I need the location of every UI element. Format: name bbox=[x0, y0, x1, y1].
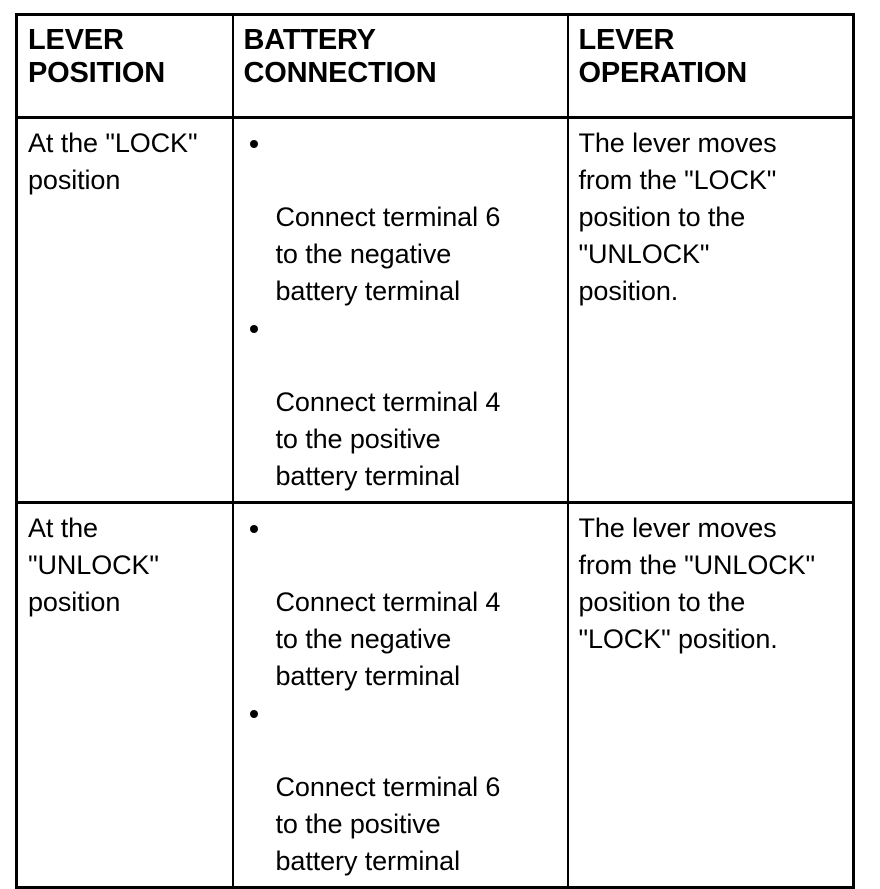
lever-battery-table: LEVER POSITION BATTERY CONNECTION LEVER … bbox=[15, 13, 855, 889]
cell-lever-operation-row-1: The lever moves from the "LOCK" position… bbox=[566, 117, 854, 504]
list-item-label: Connect terminal 4 to the negative batte… bbox=[275, 587, 501, 691]
column-header-battery-connection: BATTERY CONNECTION bbox=[231, 14, 569, 119]
column-header-lever-position: LEVER POSITION bbox=[16, 14, 234, 119]
document-page: LEVER POSITION BATTERY CONNECTION LEVER … bbox=[15, 13, 855, 889]
list-item: Connect terminal 4 to the negative batte… bbox=[244, 510, 559, 695]
list-item-label: Connect terminal 4 to the positive batte… bbox=[275, 387, 501, 491]
battery-connection-list-row-1: Connect terminal 6 to the negative batte… bbox=[244, 125, 559, 495]
column-header-battery-connection-label: BATTERY CONNECTION bbox=[243, 24, 437, 89]
bullet-icon bbox=[249, 325, 258, 333]
list-item: Connect terminal 6 to the positive batte… bbox=[244, 695, 559, 880]
bullet-icon bbox=[249, 140, 258, 148]
lever-position-text-row-1: At the "LOCK" position bbox=[28, 128, 198, 195]
column-header-lever-position-label: LEVER POSITION bbox=[28, 24, 165, 89]
list-item-label: Connect terminal 6 to the negative batte… bbox=[275, 202, 501, 306]
cell-battery-connection-row-1: Connect terminal 6 to the negative batte… bbox=[231, 117, 569, 504]
lever-operation-text-row-1: The lever moves from the "LOCK" position… bbox=[578, 128, 777, 306]
bullet-icon bbox=[249, 710, 258, 718]
battery-connection-list-row-2: Connect terminal 4 to the negative batte… bbox=[244, 510, 559, 880]
cell-battery-connection-row-2: Connect terminal 4 to the negative batte… bbox=[231, 502, 569, 888]
table-header-row: LEVER POSITION BATTERY CONNECTION LEVER … bbox=[16, 14, 854, 119]
table-row: At the "LOCK" position Connect terminal … bbox=[16, 117, 854, 504]
column-header-lever-operation: LEVER OPERATION bbox=[566, 14, 854, 119]
lever-position-text-row-2: At the "UNLOCK" position bbox=[28, 513, 159, 617]
lever-operation-text-row-2: The lever moves from the "UNLOCK" positi… bbox=[578, 513, 816, 654]
bullet-icon bbox=[249, 525, 258, 533]
table-row: At the "UNLOCK" position Connect termina… bbox=[16, 502, 854, 888]
cell-lever-position-row-1: At the "LOCK" position bbox=[16, 117, 234, 504]
cell-lever-position-row-2: At the "UNLOCK" position bbox=[16, 502, 234, 888]
list-item: Connect terminal 4 to the positive batte… bbox=[244, 310, 559, 495]
list-item: Connect terminal 6 to the negative batte… bbox=[244, 125, 559, 310]
column-header-lever-operation-label: LEVER OPERATION bbox=[578, 24, 748, 89]
list-item-label: Connect terminal 6 to the positive batte… bbox=[275, 772, 501, 876]
cell-lever-operation-row-2: The lever moves from the "UNLOCK" positi… bbox=[566, 502, 854, 888]
